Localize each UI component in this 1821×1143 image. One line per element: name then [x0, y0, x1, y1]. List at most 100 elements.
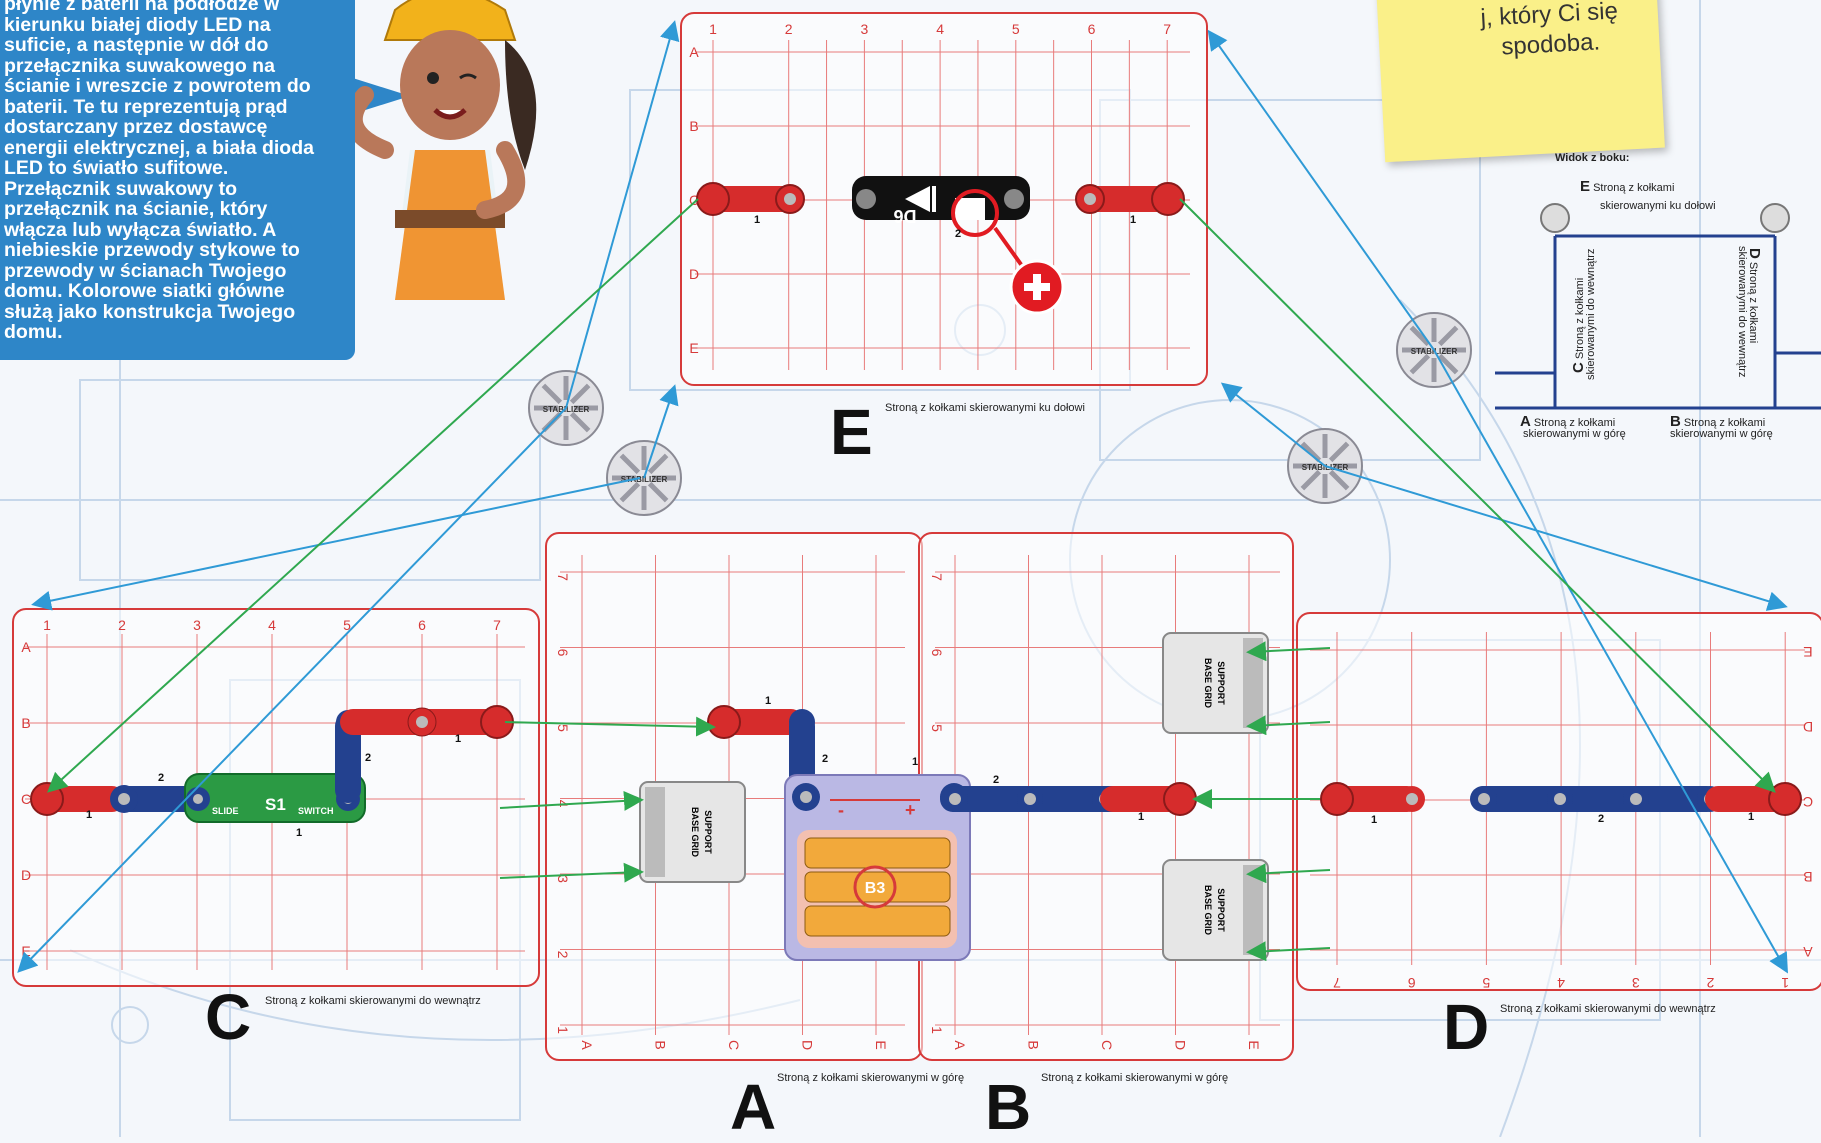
speech-line: włącza lub wyłącza światło. A: [4, 218, 277, 241]
speech-line: LED to światło sufitowe.: [4, 157, 229, 179]
grid-label: D: [21, 867, 31, 883]
wire-number-labels: 1 2 1 1 2 1 2 1 1 2 1 2 1 1 2 1: [86, 214, 1754, 839]
speech-line: przewody w ścianach Twojego: [4, 259, 287, 282]
side-d-letter: D: [1746, 248, 1763, 259]
board-letter-b: B: [985, 1071, 1032, 1143]
svg-text:1: 1: [765, 695, 771, 707]
grid-label: E: [873, 1040, 889, 1049]
grid-label: 4: [268, 617, 276, 633]
grid-label: 5: [1012, 21, 1020, 37]
grid-label: D: [1173, 1040, 1189, 1050]
grid-label: 6: [929, 649, 945, 657]
base-grid-label-bt-2: SUPPORT: [1216, 661, 1226, 705]
grid-label: 6: [555, 649, 571, 657]
grid-label: C: [1099, 1040, 1115, 1050]
side-a-letter: A: [1520, 413, 1531, 430]
grid-label: 6: [418, 617, 426, 633]
grid-label: 5: [555, 724, 571, 732]
side-view-heading: Widok z boku:: [1555, 152, 1630, 164]
grid-label: 4: [1557, 975, 1565, 991]
grid-label: E: [689, 340, 698, 356]
speech-line: domu. Kolorowe siatki główne: [4, 280, 285, 302]
grid-label: 1: [555, 1026, 571, 1034]
grid-label: E: [21, 943, 30, 959]
stabilizer-label: STABILIZER: [543, 405, 590, 414]
battery-label: B3: [865, 880, 886, 897]
grid-label: D: [689, 266, 699, 282]
grid-label: 1: [709, 21, 717, 37]
grid-labels: 1234567ABCDE1234567ABCDE7654321ABCDE7654…: [21, 21, 1813, 1050]
side-c-text2: skierowanymi do wewnątrz: [1585, 248, 1597, 380]
blue-arrows: [17, 20, 1788, 974]
battery-plus: +: [905, 800, 916, 820]
grid-label: B: [653, 1040, 669, 1049]
grid-label: 7: [1333, 975, 1341, 991]
wire-red-e-right: [1075, 182, 1185, 216]
wire-red-d-left: [1320, 782, 1425, 816]
side-a-text1: Stroną z kołkami: [1533, 417, 1616, 429]
board-caption-e: Stroną z kołkami skierowanymi ku dołowi: [885, 402, 1085, 414]
board-letter-d: D: [1443, 991, 1490, 1063]
grid-label: C: [1803, 794, 1813, 810]
side-b-letter: B: [1670, 413, 1681, 430]
grid-label: 7: [929, 573, 945, 581]
grid-label: 1: [1781, 975, 1789, 991]
side-a-text2: skierowanymi w górę: [1523, 428, 1626, 440]
board-caption-b: Stroną z kołkami skierowanymi w górę: [1041, 1072, 1229, 1084]
svg-text:1: 1: [455, 733, 461, 745]
grid-label: 4: [936, 21, 944, 37]
side-e-text2: skierowanymi ku dołowi: [1600, 200, 1716, 212]
speech-line: ścianie i wreszcie z powrotem do: [4, 75, 311, 97]
side-b-text1: Stroną z kołkami: [1683, 417, 1766, 429]
board-letter-c: C: [205, 981, 252, 1053]
grid-label: B: [1803, 869, 1812, 885]
switch-label: S1: [265, 795, 286, 814]
grid-label: A: [1803, 944, 1813, 960]
speech-line: kierunku białej diody LED na: [4, 13, 271, 36]
speech-line: energii elektrycznej, a biała dioda: [4, 136, 314, 159]
board-caption-d: Stroną z kołkami skierowanymi do wewnątr…: [1500, 1003, 1716, 1015]
speech-line: przełącznika suwakowego na: [4, 54, 275, 77]
base-grid-label-bb: BASE GRID: [1203, 885, 1213, 936]
grid-label: A: [689, 44, 699, 60]
grid-label: C: [689, 192, 699, 208]
speech-line: baterii. Te tu reprezentują prąd: [4, 95, 288, 118]
svg-text:1: 1: [754, 214, 760, 226]
grid-label: D: [1803, 719, 1813, 735]
grid-label: C: [21, 791, 31, 807]
side-b-text2: skierowanymi w górę: [1670, 428, 1773, 440]
grid-label: A: [21, 639, 31, 655]
base-grid-label-a-2: SUPPORT: [703, 810, 713, 854]
svg-text:2: 2: [822, 753, 828, 765]
battery-minus: -: [838, 800, 844, 820]
grid-label: 5: [343, 617, 351, 633]
side-view-frame: [1495, 203, 1821, 410]
grid-label: 3: [555, 875, 571, 883]
grid-label: 2: [118, 617, 126, 633]
grid-label: 6: [1088, 21, 1096, 37]
grid-label: 7: [1163, 21, 1171, 37]
svg-text:2: 2: [365, 752, 371, 764]
grid-label: B: [21, 715, 30, 731]
base-grid-support-b-bottom: [1162, 859, 1269, 961]
speech-line: służą jako konstrukcja Twojego: [4, 300, 296, 323]
grid-label: 7: [555, 573, 571, 581]
svg-text:1: 1: [86, 809, 92, 821]
grid-label: A: [952, 1040, 968, 1050]
grid-label: 2: [785, 21, 793, 37]
base-grid-label-bb-2: SUPPORT: [1216, 888, 1226, 932]
svg-text:1: 1: [912, 756, 918, 768]
led-d6: [852, 176, 1065, 315]
led-label: D6: [893, 206, 916, 226]
side-d-text1: Stroną z kołkami: [1747, 261, 1759, 344]
switch-left-text: SLIDE: [212, 806, 239, 816]
wire-red-b: [1100, 782, 1197, 816]
wire-red-c-right: [340, 705, 514, 739]
speech-line: przełącznik na ścianie, który: [4, 198, 268, 220]
grid-label: 5: [1482, 975, 1490, 991]
svg-text:2: 2: [955, 228, 961, 240]
grid-label: E: [1803, 644, 1812, 660]
grid-label: 6: [1408, 975, 1416, 991]
svg-text:1: 1: [1138, 811, 1144, 823]
